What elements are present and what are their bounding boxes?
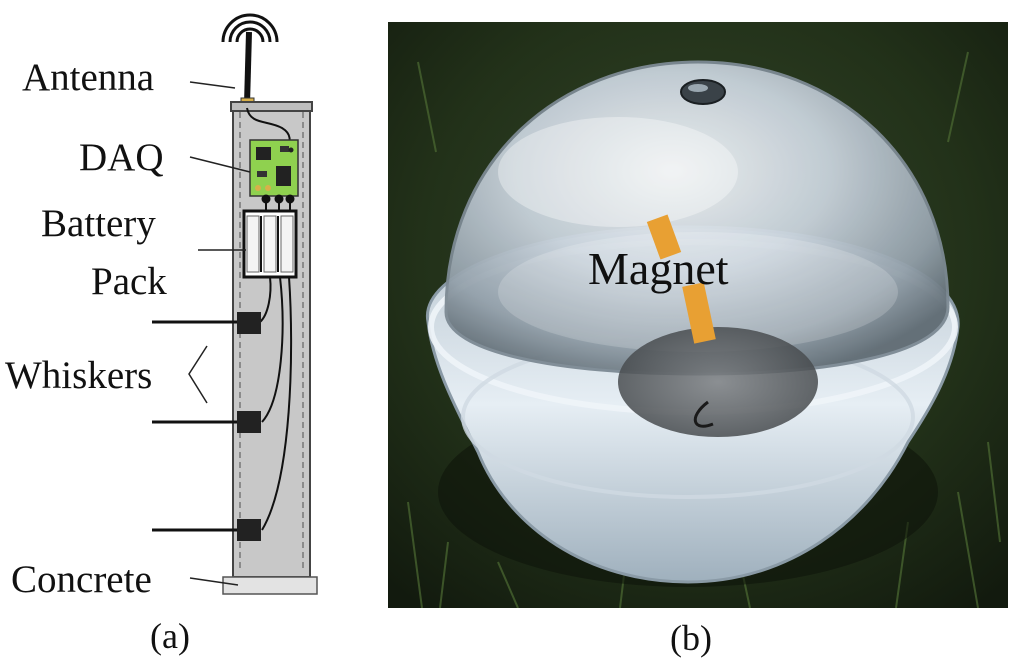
whisker-wires — [259, 276, 293, 531]
clear-dome — [444, 60, 950, 376]
label-daq: DAQ — [79, 136, 164, 179]
label-battery: Battery — [41, 202, 156, 245]
magnet — [646, 214, 716, 344]
sensor-photo — [388, 22, 1008, 608]
whisker-2 — [152, 411, 261, 433]
daq-battery-wires — [261, 194, 295, 211]
battery-pack — [242, 209, 298, 279]
label-whiskers: Whiskers — [5, 354, 153, 397]
label-antenna: Antenna — [22, 56, 155, 99]
label-concrete: Concrete — [11, 558, 152, 601]
dome-knob-shine — [688, 84, 708, 92]
whisker-3 — [152, 519, 261, 541]
antenna-rod — [244, 31, 252, 105]
signal-waves-icon — [221, 13, 279, 43]
caption-a: (a) — [150, 616, 190, 656]
sensor-schematic — [152, 13, 318, 595]
caption-b: (b) — [670, 618, 712, 658]
label-pack: Pack — [91, 260, 167, 303]
inner-wire — [694, 400, 714, 428]
leader-antenna — [189, 81, 236, 89]
inner-stone — [618, 327, 818, 437]
daq-board — [249, 139, 299, 197]
label-magnet: Magnet — [588, 243, 729, 294]
leader-daq — [189, 156, 251, 173]
concrete-base — [222, 576, 318, 595]
leader-whiskers-bracket — [188, 345, 208, 404]
dome-knob — [680, 79, 726, 105]
whisker-1 — [152, 312, 261, 334]
leader-concrete — [189, 577, 239, 586]
tube-cap — [230, 101, 313, 112]
dome-highlight — [498, 117, 738, 227]
